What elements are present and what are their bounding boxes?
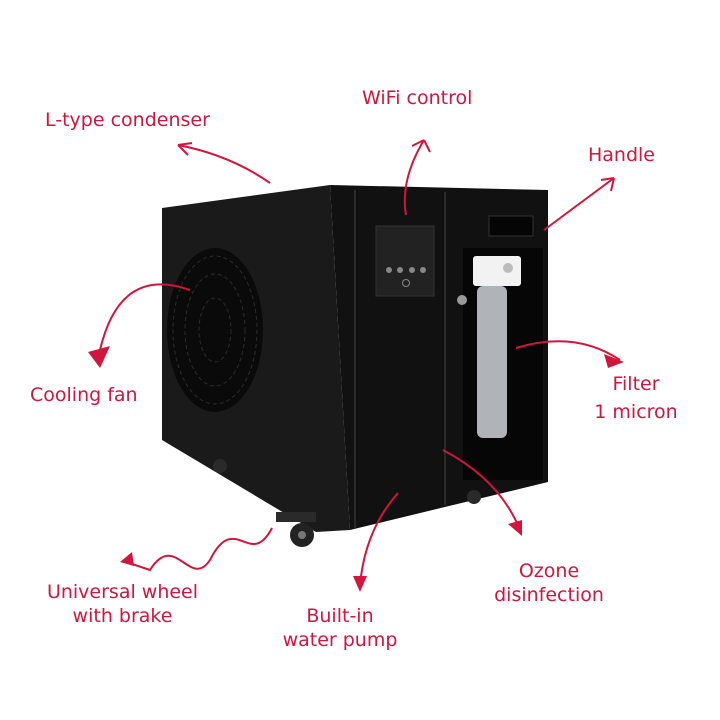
filter-cartridge xyxy=(477,286,507,438)
arrow-condenser xyxy=(177,144,271,184)
label-cooling-fan: Cooling fan xyxy=(30,384,138,406)
label-ozone: Ozone xyxy=(518,560,580,582)
cooling-fan-grill xyxy=(167,248,263,412)
arrow-wifi xyxy=(403,139,425,216)
arrow-pump xyxy=(359,492,399,586)
label-filter-micron: 1 micron xyxy=(594,401,678,423)
label-filter: Filter xyxy=(612,373,660,395)
label-water-pump: water pump xyxy=(282,629,398,651)
label-disinfection: disinfection xyxy=(494,584,604,606)
wheels xyxy=(213,459,481,547)
arrow-wheel xyxy=(125,527,273,572)
arrow-ozone xyxy=(442,449,521,531)
label-universal-wheel: Universal wheel xyxy=(46,581,199,603)
label-handle: Handle xyxy=(588,144,656,166)
arrow-fan xyxy=(99,283,191,351)
wifi-control-panel xyxy=(375,225,435,297)
handle-slot xyxy=(488,215,534,237)
arrow-handle xyxy=(543,177,615,231)
label-condenser: L-type condenser xyxy=(45,109,210,131)
annotation-arrows xyxy=(99,139,621,586)
label-wifi-control: WiFi control xyxy=(362,87,473,109)
arrow-filter xyxy=(515,340,621,361)
label-with-brake: with brake xyxy=(72,605,173,627)
arrow-heads xyxy=(88,346,624,592)
label-built-in: Built-in xyxy=(306,605,374,627)
